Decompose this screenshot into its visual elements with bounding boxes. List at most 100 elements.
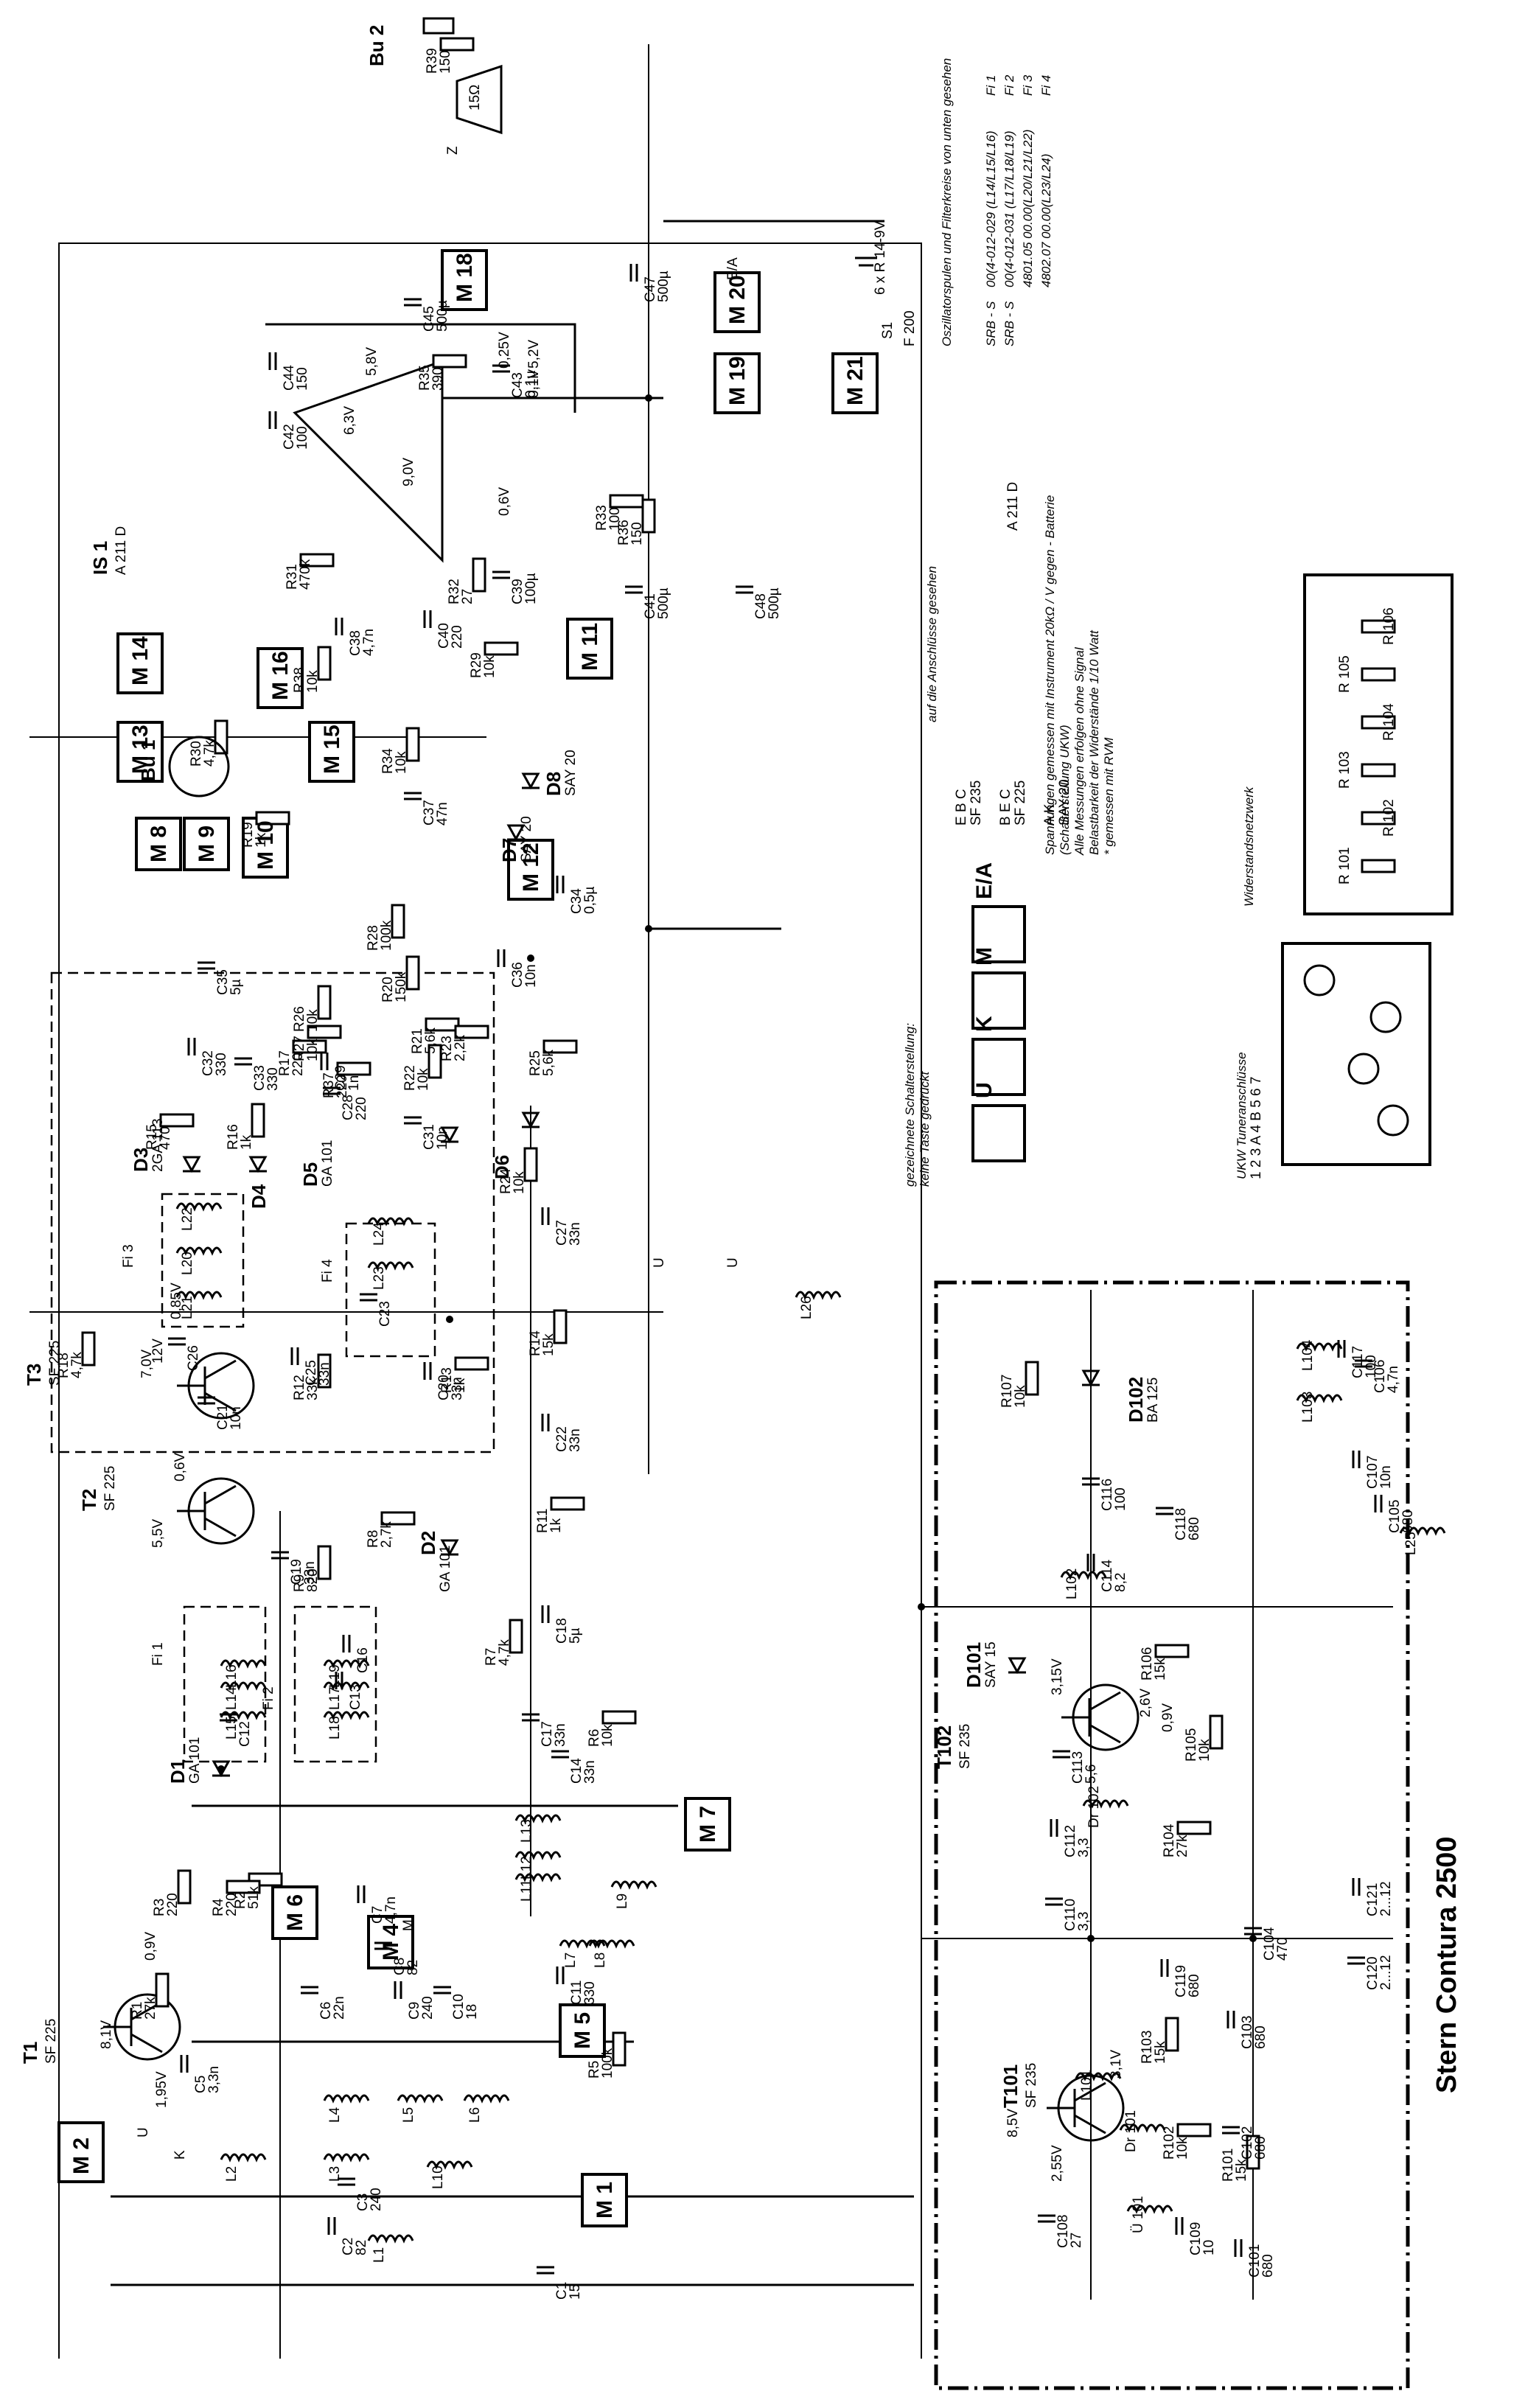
value-r4: 220 <box>224 1893 240 1916</box>
value-c114: 8,2 <box>1113 1573 1128 1592</box>
coil-l16 <box>220 1659 267 1669</box>
junction-dot <box>645 925 652 932</box>
network-label-3: R 104 <box>1381 703 1397 741</box>
label-r20: R20 <box>380 977 396 1002</box>
label-c39: C39 <box>510 579 526 604</box>
voltage-4: 0,6V <box>172 1453 188 1482</box>
label-c40: C40 <box>436 623 452 649</box>
value-r8: 2,7k <box>379 1521 394 1548</box>
resistor-r20 <box>405 955 420 991</box>
label-d8: D8 <box>542 772 565 796</box>
value-c18: 5µ <box>568 1627 583 1644</box>
voltage-17: 0,25V <box>497 332 512 369</box>
pinout-pins-0: E B C <box>954 789 969 826</box>
measure-point-m19-label: M 19 <box>725 356 750 405</box>
value-c17: 33n <box>553 1723 568 1747</box>
coil-l2 <box>220 2153 267 2163</box>
label-c102: C102 <box>1240 2126 1255 2160</box>
voltage-6: 7,0V <box>139 1350 155 1378</box>
label-c114: C114 <box>1100 1560 1115 1592</box>
label-battery: 6 x R 14-9V <box>873 220 888 295</box>
resistor-r32 <box>472 557 486 593</box>
capacitor-c103 <box>1226 2011 1235 2028</box>
voltage-18: 0,1V <box>526 369 542 398</box>
pinout-pins-2: A K <box>1042 803 1058 826</box>
value-c20: 33n <box>450 1377 465 1400</box>
label-r33: R33 <box>594 505 610 531</box>
label-c13: C13 <box>348 1684 363 1710</box>
value-c116: 100 <box>1113 1487 1128 1511</box>
note-ukw-title: UKW Tuneranschlüsse <box>1235 1052 1249 1179</box>
label-c9: C9 <box>407 2002 422 2020</box>
label-t3-type: SF 225 <box>47 1341 63 1386</box>
coil-l24 <box>367 1217 414 1226</box>
coil-l104 <box>1296 1342 1343 1352</box>
label-r34: R34 <box>380 748 396 774</box>
label-d8-type: SAY 20 <box>563 750 579 796</box>
resistor-r14 <box>553 1309 568 1344</box>
capacitor-c109 <box>1175 2217 1184 2235</box>
label-r14: R14 <box>528 1330 543 1356</box>
label-r11: R11 <box>535 1509 551 1533</box>
capacitor-c106 <box>1355 1359 1372 1368</box>
resistor-r1 <box>155 1972 170 2008</box>
capacitor-c41 <box>625 585 643 594</box>
capacitor-c28 <box>323 1086 341 1095</box>
switch-letter-4: U <box>725 1257 741 1268</box>
pinout-type-1: SF 225 <box>1013 781 1028 826</box>
speaker-z <box>456 64 503 135</box>
label-c7: C7 <box>370 1906 385 1924</box>
button-0 <box>971 1104 1026 1162</box>
measure-point-m13-label: M 13 <box>128 725 153 774</box>
label-coil-30: Ü 101 <box>1131 2196 1146 2233</box>
switch-letter-2: M <box>401 1919 416 1931</box>
label-d7-type: SAY 20 <box>519 816 534 862</box>
label-fi2: Fi 2 <box>261 1686 276 1710</box>
label-coil-18: L19 <box>327 1664 343 1688</box>
label-d5: D5 <box>299 1162 321 1187</box>
label-c119: C119 <box>1173 1965 1189 1997</box>
resistor-r5 <box>612 2031 627 2067</box>
label-t1-type: SF 225 <box>43 2019 59 2064</box>
network-label-1: R 102 <box>1381 799 1397 837</box>
resistor-r33 <box>609 494 644 509</box>
value-c33: 330 <box>265 1067 281 1091</box>
value-c37: 47n <box>435 802 450 826</box>
label-c18: C18 <box>554 1618 570 1644</box>
label-coil-14: L15 <box>224 1716 240 1739</box>
resistor-r16 <box>251 1103 265 1138</box>
coil-part-1: SRB - S <box>1002 301 1016 346</box>
label-coil-6: L7 <box>563 1952 579 1968</box>
coil-fi-2: Fi 3 <box>1021 74 1035 96</box>
label-coil-11: L12 <box>519 1856 534 1880</box>
label-c103: C103 <box>1240 2016 1255 2049</box>
label-coil-26: L101 <box>1079 2070 1095 2101</box>
coil-l8 <box>588 1939 635 1949</box>
value-r39: 150 <box>438 50 453 74</box>
label-c25: C25 <box>304 1360 319 1386</box>
resistor-r31 <box>299 553 335 568</box>
coil-fi-1: Fi 2 <box>1002 74 1016 96</box>
resistor-r105 <box>1209 1714 1224 1750</box>
coil-l10 <box>426 2160 473 2170</box>
capacitor-c7 <box>357 1885 366 1903</box>
label-coil-2: L3 <box>327 2166 343 2182</box>
label-c34: C34 <box>569 888 584 914</box>
value-c9: 240 <box>420 1996 436 2020</box>
label-c116: C116 <box>1100 1479 1115 1511</box>
label-c12: C12 <box>237 1721 253 1747</box>
resistor-r9 <box>317 1545 332 1580</box>
value-c8: 82 <box>405 1960 421 1975</box>
label-c5: C5 <box>193 2076 209 2093</box>
label-r39: R39 <box>425 48 440 74</box>
label-r15: R15 <box>144 1124 160 1150</box>
network-label-2: R 103 <box>1337 751 1353 789</box>
label-c29: C29 <box>333 1065 349 1091</box>
capacitor-c34 <box>556 876 565 893</box>
junction-dot <box>645 394 652 402</box>
value-r35: 390 <box>430 367 446 391</box>
network-label-0: R 101 <box>1337 847 1353 884</box>
coil-l5 <box>397 2094 444 2104</box>
ic-a211d <box>293 359 444 563</box>
